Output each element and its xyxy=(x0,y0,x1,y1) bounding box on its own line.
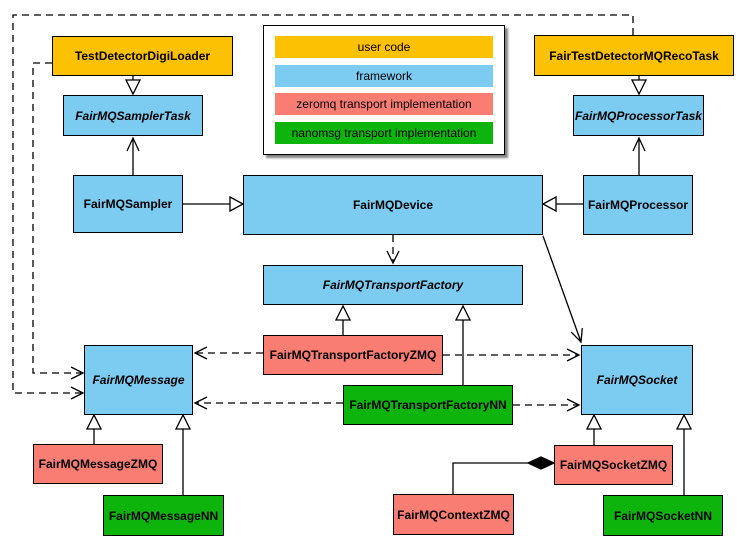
edge-factoryzmq-inherits-fairmqtransportfactory xyxy=(334,304,352,335)
node-label: FairMQMessageNN xyxy=(108,508,219,523)
node-fairmqsamplertask: FairMQSamplerTask xyxy=(63,95,203,136)
node-fairmqsocketnn: FairMQSocketNN xyxy=(603,495,723,536)
edge-fairmqcontextzmq-composition-fairmqsocketzmq xyxy=(452,456,556,494)
edge-factorynn-depends-fairmqmessage xyxy=(193,396,343,410)
node-label: FairMQMessage xyxy=(92,373,185,387)
node-fairmqmessagenn: FairMQMessageNN xyxy=(103,495,224,536)
edge-fairmqmessagenn-inherits-fairmqmessage xyxy=(174,413,192,495)
node-label: FairTestDetectorMQRecoTask xyxy=(549,48,719,63)
node-fairtestdetectormqrecotask: FairTestDetectorMQRecoTask xyxy=(534,35,734,76)
edge-fairtestdetectormqrecotask-depends-fairmqmessage xyxy=(12,14,634,400)
edge-factorynn-inherits-fairmqtransportfactory xyxy=(454,304,472,386)
node-label: FairMQTransportFactoryNN xyxy=(349,398,507,412)
edge-testdetectordigiloader-inherits-fairmqsamplertask xyxy=(124,76,142,96)
node-fairmqtransportfactorynn: FairMQTransportFactoryNN xyxy=(343,385,513,425)
legend-item-user-code: user code xyxy=(275,36,493,58)
legend-label: zeromq transport implementation xyxy=(296,97,472,112)
edge-fairmqmessagezmq-inherits-fairmqmessage xyxy=(85,413,103,444)
node-fairmqtransportfactory: FairMQTransportFactory xyxy=(263,265,523,305)
node-label: FairMQProcessorTask xyxy=(575,108,702,123)
legend: user code framework zeromq transport imp… xyxy=(263,25,505,155)
edge-fairmqsocketzmq-inherits-fairmqsocket xyxy=(585,413,603,445)
node-label: FairMQProcessor xyxy=(587,198,689,212)
node-label: FairMQDevice xyxy=(352,198,434,212)
edge-fairtestdetectormqrecotask-inherits-fairmqprocessortask xyxy=(630,76,648,96)
edge-fairmqprocessor-uses-fairmqprocessortask xyxy=(632,136,646,175)
edge-testdetectordigiloader-depends-fairmqmessage xyxy=(32,62,85,380)
edge-fairmqdevice-depends-fairmqtransportfactory xyxy=(386,235,400,265)
legend-label: nanomsg transport implementation xyxy=(291,125,477,140)
node-label: FairMQSampler xyxy=(83,197,173,211)
node-label: FairMQMessageZMQ xyxy=(38,457,158,471)
legend-item-nanomsg: nanomsg transport implementation xyxy=(275,121,493,144)
node-label: FairMQSocketNN xyxy=(613,508,713,523)
node-label: FairMQSamplerTask xyxy=(75,108,191,123)
legend-item-framework: framework xyxy=(275,64,493,87)
legend-label: framework xyxy=(355,68,412,83)
edge-factoryzmq-depends-fairmqmessage xyxy=(193,346,263,360)
node-fairmqsampler: FairMQSampler xyxy=(73,175,183,233)
edge-fairmqprocessor-inherits-fairmqdevice xyxy=(541,195,583,213)
legend-label: user code xyxy=(357,40,411,54)
node-fairmqdevice: FairMQDevice xyxy=(243,175,543,235)
node-fairmqsocketzmq: FairMQSocketZMQ xyxy=(554,445,673,485)
edge-fairmqsampler-uses-fairmqsamplertask xyxy=(126,136,140,175)
node-fairmqmessage: FairMQMessage xyxy=(84,345,193,415)
edge-fairmqsocketnn-inherits-fairmqsocket xyxy=(675,413,693,495)
node-label: FairMQContextZMQ xyxy=(397,507,510,522)
node-fairmqprocessortask: FairMQProcessorTask xyxy=(573,95,704,136)
node-fairmqtransportfactoryzmq: FairMQTransportFactoryZMQ xyxy=(263,335,443,375)
node-fairmqsocket: FairMQSocket xyxy=(581,345,693,415)
node-fairmqmessagezmq: FairMQMessageZMQ xyxy=(33,444,163,484)
node-label: FairMQTransportFactory xyxy=(322,278,464,292)
node-testdetectordigiloader: TestDetectorDigiLoader xyxy=(52,36,233,76)
composition-diamond-icon xyxy=(526,456,556,470)
node-label: FairMQTransportFactoryZMQ xyxy=(269,348,437,362)
node-label: FairMQSocketZMQ xyxy=(559,458,668,472)
edge-fairmqsampler-inherits-fairmqdevice xyxy=(183,195,245,213)
edge-factoryzmq-depends-fairmqsocket xyxy=(443,348,581,362)
edge-fairmqdevice-uses-fairmqsocket xyxy=(542,235,583,344)
node-label: FairMQSocket xyxy=(596,373,678,387)
node-fairmqprocessor: FairMQProcessor xyxy=(583,175,693,235)
node-label: TestDetectorDigiLoader xyxy=(74,49,211,63)
node-fairmqcontextzmq: FairMQContextZMQ xyxy=(393,494,514,535)
legend-item-zeromq: zeromq transport implementation xyxy=(275,93,493,116)
edge-factorynn-depends-fairmqsocket xyxy=(513,398,581,412)
